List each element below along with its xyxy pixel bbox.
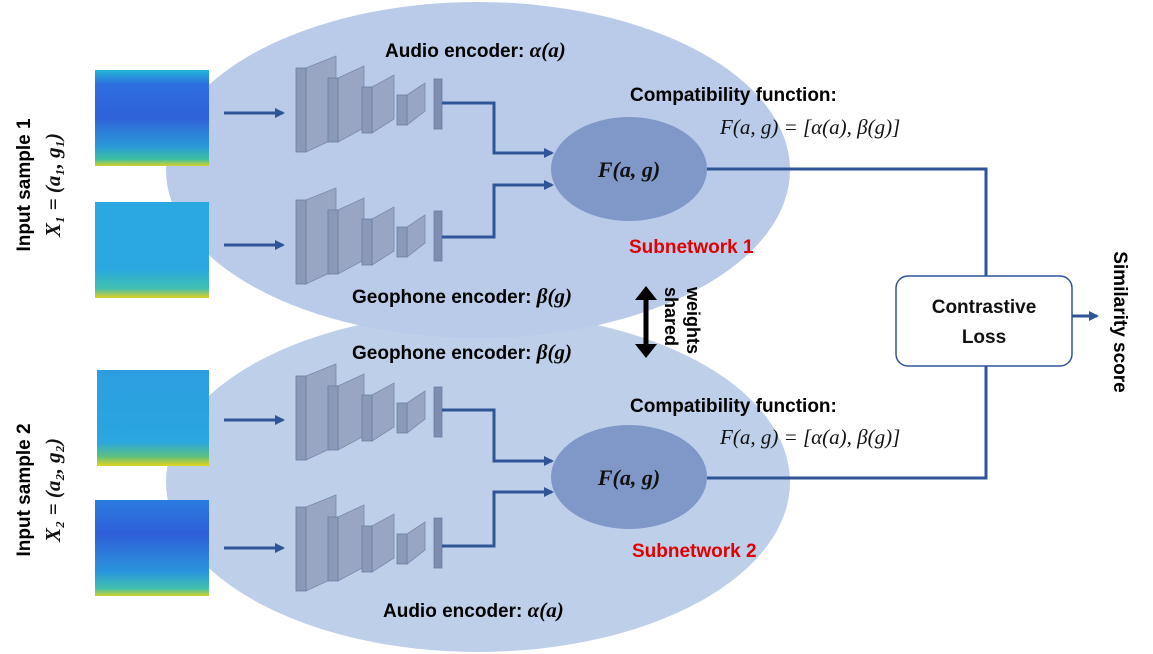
- subnetwork-2-label: Subnetwork 2: [632, 541, 757, 562]
- loss-box-line1: Contrastive: [932, 297, 1037, 318]
- encoder-stack-audio-2: [295, 494, 443, 592]
- encoder-layer: [361, 394, 373, 442]
- encoder-layer: [396, 533, 408, 565]
- node-to-loss-lines: [707, 167, 1099, 480]
- compat-formula-2: F(a, g) = [α(a), β(g)]: [719, 425, 900, 449]
- encoder-layer: [295, 199, 307, 285]
- encoder-label-geophone-1: Geophone encoder: β(g): [352, 284, 572, 308]
- encoder-layer: [433, 78, 443, 130]
- encoder-layer: [361, 86, 373, 134]
- encoder-layer: [396, 94, 408, 126]
- similarity-score-label: Similarity score: [1109, 251, 1130, 393]
- encoder-layer: [361, 525, 373, 573]
- shared-weights-line1: shared: [661, 287, 681, 346]
- input-sample-2-formula: X₂ = (a₂, g₂): [41, 438, 65, 543]
- spectrogram-audio-1: [95, 70, 209, 166]
- encoder-stack-geophone-2: [295, 363, 443, 461]
- encoder-stacks: [295, 55, 443, 592]
- shared-weights-line2: weights: [683, 286, 703, 354]
- encoder-label-audio-2: Audio encoder: α(a): [383, 598, 564, 622]
- encoder-layer: [433, 517, 443, 569]
- spectrogram-geophone-1: [95, 202, 209, 298]
- encoder-stack-geophone-1: [295, 187, 443, 285]
- input-sample-1-formula: X₁ = (a₁, g₁): [41, 133, 65, 238]
- encoder-layer: [361, 218, 373, 266]
- encoder-layer: [327, 209, 339, 275]
- compat-title-2: Compatibility function:: [630, 396, 837, 417]
- compatibility-node-1: [551, 117, 707, 221]
- encoder-layer: [327, 385, 339, 451]
- encoder-layer: [295, 506, 307, 592]
- encoder-layer: [295, 375, 307, 461]
- encoder-to-node-arrows: [442, 101, 554, 548]
- spectrogram-geophone-2: [97, 370, 209, 466]
- contrastive-loss-box: [895, 275, 1073, 367]
- spectrogram-audio-2: [95, 500, 209, 596]
- encoder-label-audio-1: Audio encoder: α(a): [385, 38, 566, 62]
- encoder-layer: [396, 402, 408, 434]
- compat-formula-1: F(a, g) = [α(a), β(g)]: [719, 115, 900, 139]
- encoder-layer: [327, 77, 339, 143]
- encoder-stack-audio-1: [295, 55, 443, 153]
- shared-weights-arrow: [635, 286, 657, 358]
- node-label-1: F(a, g): [597, 157, 660, 182]
- encoder-layer: [396, 226, 408, 258]
- compat-title-1: Compatibility function:: [630, 85, 837, 106]
- compatibility-node-2: [551, 425, 707, 529]
- input-sample-1-title: Input sample 1: [14, 118, 35, 251]
- input-arrows: [224, 108, 285, 553]
- loss-box-line2: Loss: [962, 327, 1006, 348]
- node-label-2: F(a, g): [597, 465, 660, 490]
- subnetwork-1-label: Subnetwork 1: [629, 237, 754, 258]
- encoder-layer: [433, 210, 443, 262]
- input-sample-2-title: Input sample 2: [14, 423, 35, 556]
- encoder-label-geophone-2: Geophone encoder: β(g): [352, 340, 572, 364]
- encoder-layer: [327, 516, 339, 582]
- encoder-layer: [433, 386, 443, 438]
- encoder-layer: [295, 67, 307, 153]
